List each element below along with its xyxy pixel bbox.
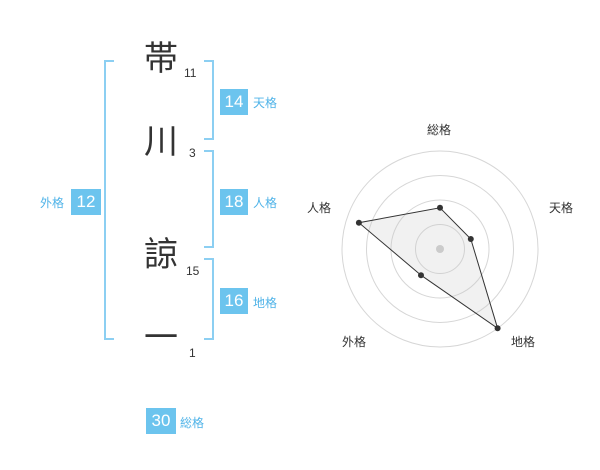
gaikaku-label: 外格	[40, 196, 65, 210]
radar-point-2	[467, 236, 474, 242]
name-char-3: 諒	[144, 235, 178, 275]
jinkaku-label: 人格	[253, 196, 278, 210]
stroke-count-4: 1	[189, 346, 196, 360]
radar-ring	[390, 199, 490, 299]
name-char-1: 帯	[144, 39, 178, 79]
tenkaku-label: 天格	[253, 96, 278, 110]
radar-axis-label-tenkaku: 天格	[549, 201, 574, 215]
radar-point-4	[418, 272, 424, 279]
radar-point-3	[494, 325, 501, 332]
tenkaku-bracket	[204, 60, 214, 140]
jinkaku-bracket	[204, 150, 214, 248]
chikaku-bracket	[204, 258, 214, 340]
radar-ring	[415, 224, 465, 274]
stroke-count-3: 15	[186, 264, 200, 278]
radar-axis-label-gaikaku: 外格	[342, 335, 367, 349]
radar-ring	[366, 175, 514, 323]
radar-axis-label-chikaku: 地格	[511, 335, 536, 349]
stroke-count-2: 3	[189, 146, 196, 160]
radar-polygon	[357, 207, 499, 330]
radar-axis-label-jinkaku: 人格	[307, 201, 332, 215]
radar-center	[436, 245, 444, 253]
gaikaku-bracket	[104, 60, 114, 340]
name-char-4: 一	[144, 318, 178, 358]
name-char-2: 川	[144, 122, 178, 162]
soukaku-label: 総格	[180, 416, 205, 430]
stroke-count-1: 11	[184, 66, 197, 80]
radar-point-5	[355, 219, 362, 226]
radar-axis-label-soukaku: 総格	[427, 123, 452, 137]
tenkaku-badge: 14	[220, 89, 248, 115]
soukaku-badge: 30	[146, 408, 176, 434]
chikaku-badge: 16	[220, 288, 248, 314]
radar-ring	[341, 150, 539, 348]
gaikaku-badge: 12	[71, 189, 101, 215]
chikaku-label: 地格	[253, 296, 278, 310]
radar-point-1	[437, 204, 443, 211]
jinkaku-badge: 18	[220, 189, 248, 215]
